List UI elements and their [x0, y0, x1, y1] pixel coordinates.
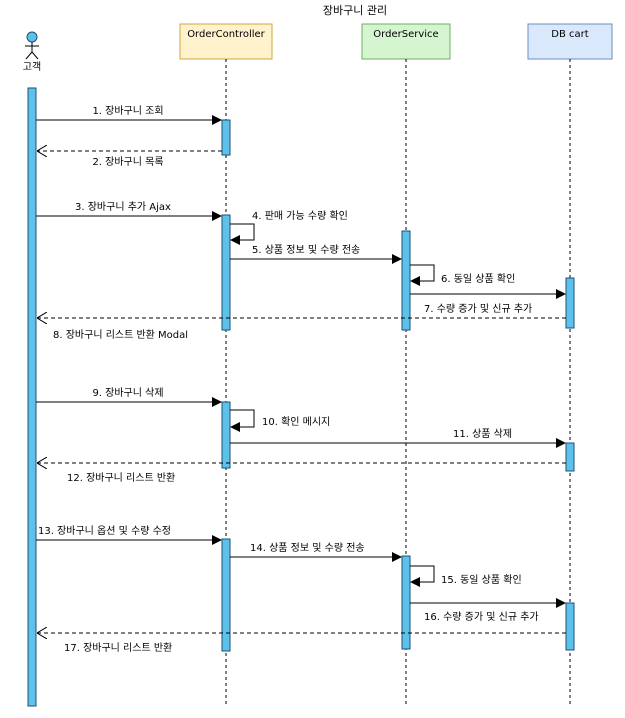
- actor-activation: [27, 87, 37, 707]
- participant-db-cart: DB cart: [527, 23, 613, 60]
- message-5-label: 5. 상품 정보 및 수량 전송: [252, 244, 360, 256]
- participant-label: DB cart: [551, 29, 588, 40]
- participant-label: OrderService: [373, 29, 438, 40]
- message-15-arrow: [410, 565, 435, 587]
- message-16-label: 16. 수량 증가 및 신규 추가: [424, 611, 539, 623]
- message-11-label: 11. 상품 삭제: [453, 428, 512, 440]
- message-14-label: 14. 상품 정보 및 수량 전송: [250, 542, 365, 554]
- message-1-label: 1. 장바구니 조회: [92, 105, 163, 117]
- participant-box: [179, 23, 273, 60]
- activation-os-2: [401, 555, 411, 650]
- activation-db-2: [565, 442, 575, 472]
- participant-box: [527, 23, 613, 60]
- message-8-label: 8. 장바구니 리스트 반환 Modal: [53, 329, 188, 341]
- participant-box: [361, 23, 451, 60]
- activation-db-1: [565, 277, 575, 329]
- message-17-label: 17. 장바구니 리스트 반환: [64, 642, 172, 654]
- activation-oc-1: [221, 119, 231, 156]
- actor-icon: [25, 31, 39, 60]
- activation-oc-2: [221, 214, 231, 331]
- participant-label: OrderController: [187, 29, 265, 40]
- message-12-label: 12. 장바구니 리스트 반환: [67, 472, 175, 484]
- message-3-label: 3. 장바구니 추가 Ajax: [75, 201, 171, 213]
- actor-label: 고객: [23, 61, 41, 73]
- message-13-label: 13. 장바구니 옵션 및 수량 수정: [38, 525, 171, 537]
- activation-db-3: [565, 602, 575, 651]
- message-6-label: 6. 동일 상품 확인: [441, 273, 515, 285]
- message-15-label: 15. 동일 상품 확인: [441, 574, 522, 586]
- diagram-title: 장바구니 관리: [323, 4, 387, 17]
- participant-order-controller: OrderController: [179, 23, 273, 60]
- activation-oc-3: [221, 401, 231, 469]
- message-7-label: 7. 수량 증가 및 신규 추가: [424, 303, 532, 315]
- message-10-label: 10. 확인 메시지: [262, 416, 330, 428]
- message-6-arrow: [410, 264, 435, 286]
- activation-os-1: [401, 230, 411, 331]
- activation-oc-4: [221, 538, 231, 652]
- participant-order-service: OrderService: [361, 23, 451, 60]
- message-2-label: 2. 장바구니 목록: [92, 156, 163, 168]
- message-10-arrow: [230, 409, 255, 432]
- message-4-label: 4. 판매 가능 수량 확인: [252, 210, 348, 222]
- message-9-label: 9. 장바구니 삭제: [92, 387, 163, 399]
- message-4-arrow: [230, 223, 255, 245]
